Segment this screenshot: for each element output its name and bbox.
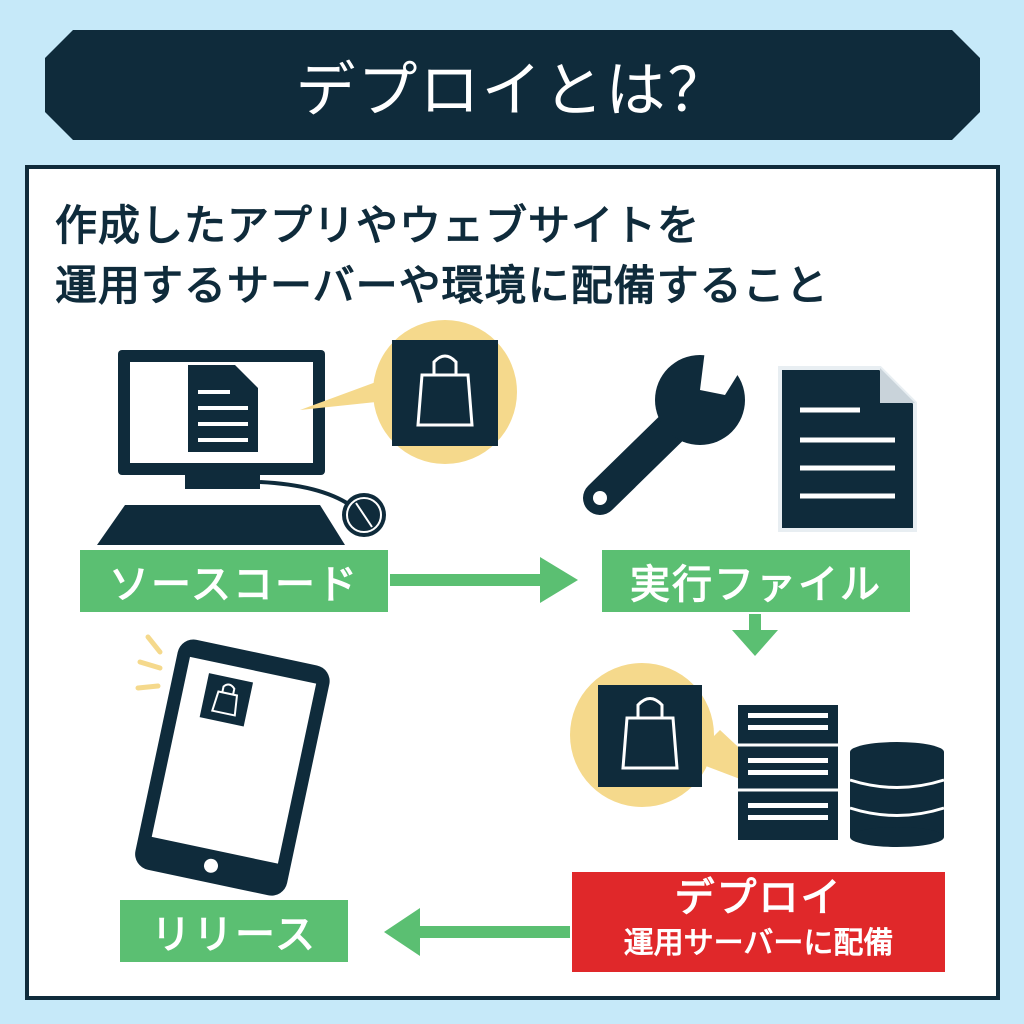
executable-label: 実行ファイル (602, 550, 910, 612)
subtitle-line-1: 作成したアプリやウェブサイトを (55, 201, 701, 250)
deploy-subtitle: 運用サーバーに配備 (623, 926, 894, 961)
source-code-label: ソースコード (80, 550, 388, 612)
arrow-left-icon (384, 908, 570, 956)
tablet-icon (135, 634, 330, 896)
arrow-right-icon (390, 557, 578, 603)
mouse-icon (342, 493, 386, 537)
document-icon (188, 365, 258, 452)
app-bubble-icon (300, 320, 517, 464)
notification-rays-icon (135, 634, 163, 691)
subtitle-line-2: 運用するサーバーや環境に配備すること (55, 261, 829, 310)
database-icon (849, 742, 945, 847)
wrench-icon (583, 350, 750, 515)
deployed-app-bubble-icon (570, 663, 795, 807)
deploy-title: デプロイ (674, 875, 843, 921)
title-banner: デプロイとは？ (45, 30, 980, 140)
executable-file-icon (778, 366, 917, 532)
arrow-down-icon (732, 614, 778, 656)
server-rack-icon (738, 705, 838, 840)
deploy-label: デプロイ 運用サーバーに配備 (572, 872, 945, 972)
computer-icon (97, 350, 386, 545)
release-label: リリース (120, 900, 348, 962)
shopping-bag-icon (416, 354, 474, 427)
page-title: デプロイとは？ (295, 55, 730, 126)
